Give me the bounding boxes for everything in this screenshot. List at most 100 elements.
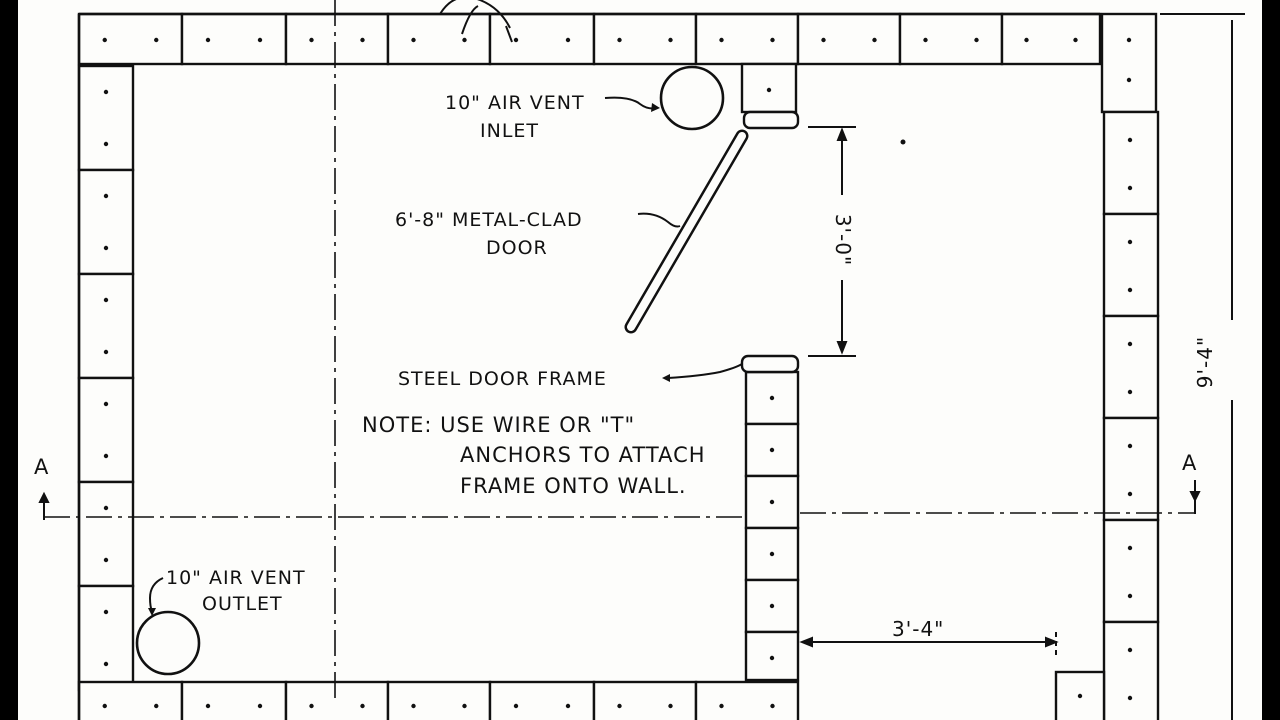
block-core-dot bbox=[309, 37, 314, 43]
block-core-dot bbox=[769, 499, 775, 505]
block-core-dot bbox=[103, 141, 109, 147]
door-frame-top bbox=[742, 110, 800, 130]
section-label-left: A bbox=[34, 455, 49, 479]
block bbox=[1102, 110, 1160, 216]
paper-background bbox=[18, 0, 1262, 720]
block bbox=[77, 680, 184, 720]
block bbox=[796, 12, 902, 66]
block-core-dot bbox=[1127, 137, 1133, 143]
door-frame-label: STEEL DOOR FRAME bbox=[398, 368, 607, 390]
block-core-dot bbox=[1127, 287, 1133, 293]
block bbox=[180, 12, 288, 66]
block-core-dot bbox=[1024, 37, 1029, 43]
block bbox=[488, 680, 596, 720]
block-core-dot bbox=[103, 245, 109, 251]
block bbox=[1102, 416, 1160, 522]
block bbox=[1102, 518, 1160, 624]
block-core-dot bbox=[257, 37, 263, 43]
block-core-dot bbox=[205, 37, 211, 43]
note-line3: FRAME ONTO WALL. bbox=[460, 474, 687, 498]
block-core-dot bbox=[766, 87, 772, 93]
block-core-dot bbox=[257, 703, 263, 709]
block-core-dot bbox=[411, 37, 416, 43]
block-core-dot bbox=[565, 703, 571, 709]
air-vent-outlet-icon bbox=[135, 610, 201, 676]
block bbox=[694, 680, 800, 720]
block bbox=[284, 680, 390, 720]
block bbox=[77, 168, 135, 276]
block-walls bbox=[77, 12, 1160, 720]
block-core-dot bbox=[1127, 239, 1133, 245]
block-core-dot bbox=[1127, 491, 1133, 497]
block-core-dot bbox=[1126, 77, 1132, 83]
door-label-line2: DOOR bbox=[486, 237, 548, 259]
block-core-dot bbox=[770, 703, 775, 709]
section-markers bbox=[38, 480, 1201, 520]
block bbox=[77, 376, 135, 484]
block bbox=[386, 680, 492, 720]
block bbox=[180, 680, 288, 720]
block-core-dot bbox=[360, 37, 365, 43]
block-core-dot bbox=[1127, 443, 1133, 449]
note-line1: NOTE: USE WIRE OR "T" bbox=[362, 413, 635, 437]
block-core-dot bbox=[1127, 341, 1133, 347]
block-core-dot bbox=[103, 453, 109, 459]
block bbox=[1054, 670, 1106, 720]
block-core-dot bbox=[102, 37, 107, 43]
frame-leader bbox=[667, 363, 743, 379]
outlet-label-line1: 10" AIR VENT bbox=[166, 567, 306, 589]
block bbox=[1100, 12, 1158, 114]
block-core-dot bbox=[617, 37, 622, 43]
block-core-dot bbox=[872, 37, 877, 43]
block-core-dot bbox=[1127, 545, 1133, 551]
block-core-dot bbox=[103, 609, 109, 615]
block-core-dot bbox=[923, 37, 928, 43]
block bbox=[77, 64, 135, 172]
block-core-dot bbox=[769, 551, 775, 557]
block-core-dot bbox=[1127, 695, 1133, 701]
air-vent-inlet-icon bbox=[659, 65, 725, 131]
passage-dimension bbox=[799, 632, 1059, 655]
wall-outlines bbox=[77, 12, 1100, 720]
block bbox=[284, 12, 390, 66]
top-door-swing bbox=[439, 0, 513, 43]
block-core-dot bbox=[309, 703, 314, 709]
block-core-dot bbox=[103, 349, 109, 355]
block-core-dot bbox=[103, 401, 109, 407]
block bbox=[1102, 314, 1160, 420]
block-core-dot bbox=[617, 703, 622, 709]
block-core-dot bbox=[513, 703, 519, 709]
block-core-dot bbox=[769, 395, 775, 401]
block-core-dot bbox=[974, 37, 979, 43]
block bbox=[592, 680, 698, 720]
block-core-dot bbox=[103, 661, 109, 667]
block bbox=[77, 584, 135, 692]
block-core-dot bbox=[103, 557, 109, 563]
block bbox=[1000, 12, 1102, 66]
block-core-dot bbox=[103, 505, 109, 511]
block-core-dot bbox=[462, 37, 467, 43]
block bbox=[694, 12, 800, 66]
overall-dimension-text: 9'-4" bbox=[1193, 336, 1217, 388]
block-core-dot bbox=[102, 703, 107, 709]
block-core-dot bbox=[719, 703, 724, 709]
block-core-dot bbox=[103, 193, 109, 199]
block bbox=[592, 12, 698, 66]
block bbox=[898, 12, 1004, 66]
section-label-right: A bbox=[1182, 451, 1197, 475]
block-core-dot bbox=[411, 703, 416, 709]
door-leader bbox=[637, 212, 681, 228]
stray-mark bbox=[900, 139, 906, 145]
block bbox=[1102, 620, 1160, 720]
block bbox=[77, 480, 135, 588]
block-core-dot bbox=[1127, 389, 1133, 395]
block-core-dot bbox=[719, 37, 724, 43]
block-core-dot bbox=[1127, 593, 1133, 599]
block bbox=[386, 12, 492, 66]
block-core-dot bbox=[668, 37, 673, 43]
block-core-dot bbox=[565, 37, 571, 43]
block-core-dot bbox=[769, 603, 775, 609]
block-core-dot bbox=[360, 703, 365, 709]
